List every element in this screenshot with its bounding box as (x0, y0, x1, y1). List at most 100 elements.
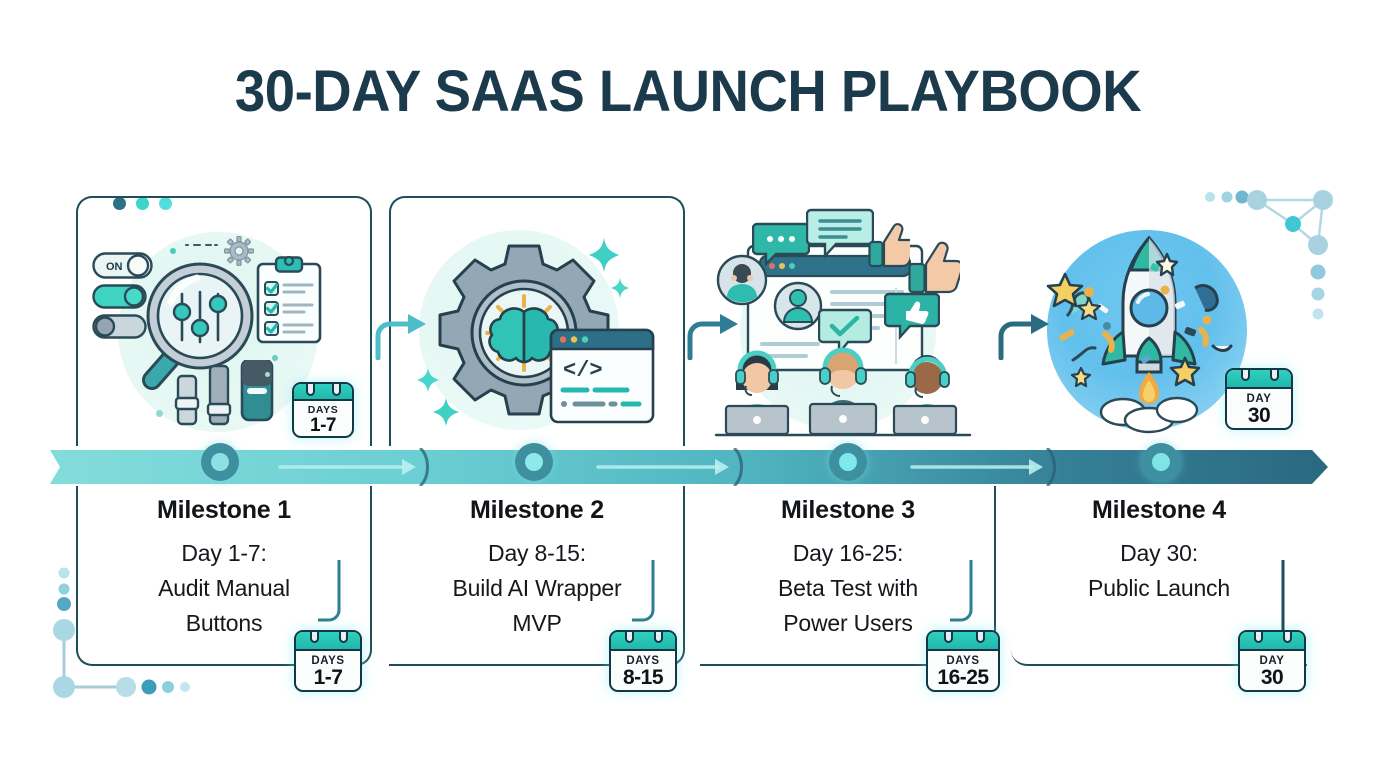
calendar-header (1227, 370, 1291, 389)
connector-arrow-1-to-2 (375, 314, 426, 360)
calendar-clip (944, 632, 953, 643)
svg-text:</>: </> (563, 358, 603, 383)
calendar-label: DAY (1246, 393, 1272, 405)
calendar-clip (625, 632, 634, 643)
milestone-description-1: Day 1-7: Audit Manual Buttons (72, 536, 376, 641)
check-bubble-icon (818, 308, 872, 357)
panel-frame-top-1 (76, 196, 372, 446)
calendar-clip (1283, 632, 1292, 643)
decorative-node-graph-bottom-left (53, 567, 190, 698)
calendar-value: 30 (1247, 404, 1271, 427)
decor-dot (170, 248, 176, 254)
milestone-column-1: ON (62, 196, 372, 696)
milestone-calendar-badge-1: DAYS 1-7 (294, 630, 362, 692)
milestone-title-3: Milestone 3 (781, 496, 915, 524)
thumbs-up-badge-icon (884, 292, 940, 341)
milestone-description-4: Day 30: Public Launch (1007, 536, 1311, 606)
timeline-node-2[interactable] (515, 443, 553, 481)
decor-dot (113, 197, 126, 210)
badge-drop-line-4 (1281, 560, 1285, 630)
decor-dot (156, 410, 163, 417)
decor-dot (136, 197, 149, 210)
milestone-line-2: Audit Manual (158, 575, 290, 601)
illustration-audit-manual-buttons: ON (76, 200, 372, 446)
milestone-line-2: Public Launch (1088, 575, 1230, 601)
decor-dot (265, 372, 270, 377)
calendar-label: DAYS (307, 404, 339, 416)
calendar-label: DAY (1259, 655, 1285, 667)
milestone-line-2: Build AI Wrapper (452, 575, 622, 601)
calendar-label: DAYS (626, 655, 660, 667)
calendar-clip (654, 632, 663, 643)
decorative-dashes (185, 244, 218, 246)
milestone-line-3: Power Users (783, 610, 913, 636)
connector-arrow-3-to-4 (998, 314, 1049, 360)
calendar-clip (306, 384, 315, 396)
decorative-dots-top-left (113, 197, 183, 211)
calendar-clip (1270, 370, 1279, 381)
fader-controls-icon (174, 360, 274, 426)
badge-drop-line-2 (632, 560, 655, 622)
illustration-calendar-badge-4: DAY 30 (1225, 368, 1293, 430)
milestone-title-2: Milestone 2 (470, 496, 604, 524)
thumbs-up-icon (868, 223, 910, 268)
timeline-node-1[interactable] (201, 443, 239, 481)
badge-drop-line-1 (318, 560, 341, 622)
timeline-node-4[interactable] (1142, 443, 1180, 481)
calendar-header (294, 384, 352, 401)
calendar-value: 1-7 (310, 415, 336, 436)
milestone-description-3: Day 16-25: Beta Test with Power Users (696, 536, 1000, 641)
sparkle-icon (589, 238, 619, 272)
milestone-description-2: Day 8-15: Build AI Wrapper MVP (385, 536, 689, 641)
timeline-node-center (839, 453, 857, 471)
sparkle-icon (433, 398, 459, 426)
support-team-icon (714, 347, 972, 437)
panel-frame-bottom-4 (1011, 486, 1307, 666)
decorative-node-graph-top-right (1205, 190, 1333, 320)
milestone-column-2: </> (375, 196, 685, 696)
milestone-line-1: Day 16-25: (792, 540, 904, 566)
panel-frame-top-2 (389, 196, 685, 446)
gear-brain-icon (438, 244, 610, 416)
calendar-value: 1-7 (313, 666, 343, 689)
timeline-bar (50, 448, 1328, 486)
timeline-node-center (525, 453, 543, 471)
avatar-icon (716, 254, 768, 306)
chat-bubble-icon (806, 208, 874, 258)
milestone-line-3: MVP (512, 610, 562, 636)
timeline-node-3[interactable] (829, 443, 867, 481)
illustration-calendar-badge-1: DAYS 1-7 (292, 382, 354, 438)
calendar-clip (976, 632, 985, 643)
connector-arrow-2-to-3 (687, 314, 738, 360)
milestone-line-1: Day 30: (1120, 540, 1198, 566)
calendar-clip (310, 632, 319, 643)
milestone-title-1: Milestone 1 (157, 496, 291, 524)
magnifier-icon (142, 262, 254, 390)
milestone-line-2: Beta Test with (778, 575, 918, 601)
thumbs-up-icon (908, 241, 960, 294)
milestone-line-1: Day 8-15: (488, 540, 586, 566)
sparkle-icon (611, 278, 629, 298)
calendar-clip (339, 632, 348, 643)
calendar-value: 30 (1260, 666, 1284, 689)
illustration-public-launch: DAY 30 (1011, 200, 1307, 446)
calendar-value: 8-15 (622, 666, 664, 689)
illustration-build-ai-wrapper: </> (389, 200, 685, 446)
svg-text:ON: ON (106, 261, 123, 273)
clipboard-checklist-icon (256, 256, 322, 344)
calendar-clip (1241, 370, 1250, 381)
timeline-node-center (1152, 453, 1170, 471)
gear-icon (224, 236, 254, 266)
timeline-node-center (211, 453, 229, 471)
milestone-calendar-badge-4: DAY 30 (1238, 630, 1306, 692)
code-window-icon: </> (549, 328, 655, 424)
milestone-line-3: Buttons (185, 610, 263, 636)
milestone-calendar-badge-2: DAYS 8-15 (609, 630, 677, 692)
milestone-title-4: Milestone 4 (1092, 496, 1226, 524)
calendar-clip (332, 384, 341, 396)
page-title: 30-DAY SAAS LAUNCH PLAYBOOK (234, 59, 1142, 124)
calendar-label: DAYS (311, 655, 345, 667)
illustration-beta-test-power-users (700, 200, 996, 446)
panel-frame-bottom-1 (76, 486, 372, 666)
